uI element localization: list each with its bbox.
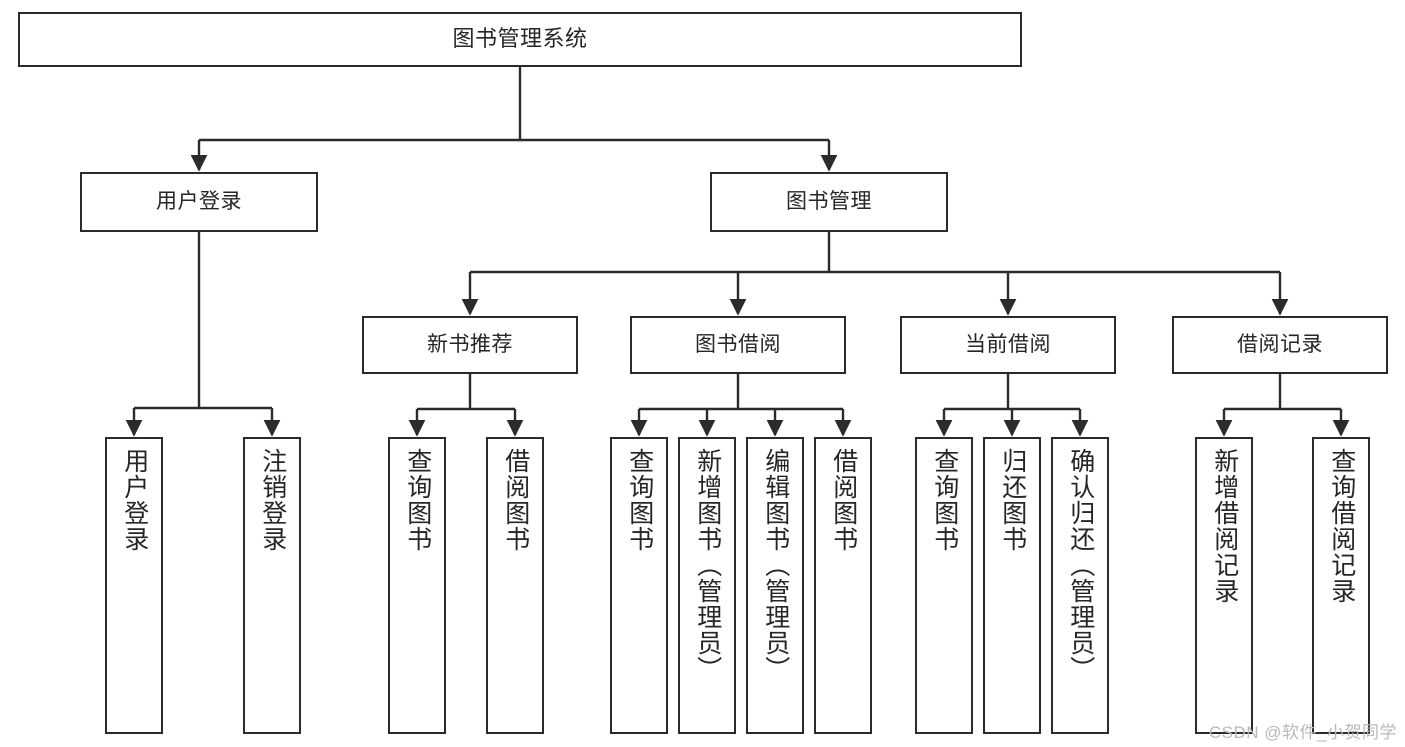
- node-borrow-b[interactable]: 新增图书（管理员）: [678, 437, 736, 734]
- node-label: 图书借阅: [695, 333, 781, 357]
- node-records[interactable]: 借阅记录: [1172, 316, 1388, 374]
- node-newbook[interactable]: 新书推荐: [362, 316, 578, 374]
- node-label: 当前借阅: [965, 333, 1051, 357]
- node-label: 查询图书: [625, 448, 654, 552]
- node-login-b[interactable]: 注销登录: [243, 437, 301, 734]
- node-current[interactable]: 当前借阅: [900, 316, 1116, 374]
- node-label: 编辑图书（管理员）: [761, 448, 790, 682]
- node-current-a[interactable]: 查询图书: [915, 437, 973, 734]
- node-label: 用户登录: [156, 190, 242, 214]
- node-newbook-a[interactable]: 查询图书: [388, 437, 446, 734]
- node-label: 归还图书: [998, 448, 1027, 552]
- node-label: 借阅记录: [1237, 333, 1323, 357]
- node-login-a[interactable]: 用户登录: [105, 437, 163, 734]
- node-label: 查询图书: [403, 448, 432, 552]
- node-current-b[interactable]: 归还图书: [983, 437, 1041, 734]
- node-borrow[interactable]: 图书借阅: [630, 316, 846, 374]
- node-borrow-c[interactable]: 编辑图书（管理员）: [746, 437, 804, 734]
- node-label: 图书管理: [786, 190, 872, 214]
- node-label: 新增借阅记录: [1210, 448, 1239, 604]
- node-borrow-d[interactable]: 借阅图书: [814, 437, 872, 734]
- node-label: 查询图书: [930, 448, 959, 552]
- node-label: 图书管理系统: [452, 26, 588, 52]
- node-records-a[interactable]: 新增借阅记录: [1195, 437, 1253, 734]
- node-root[interactable]: 图书管理系统: [18, 12, 1022, 67]
- node-login[interactable]: 用户登录: [80, 172, 318, 232]
- node-label: 借阅图书: [829, 448, 858, 552]
- node-label: 借阅图书: [501, 448, 530, 552]
- node-bookmgmt[interactable]: 图书管理: [710, 172, 948, 232]
- node-records-b[interactable]: 查询借阅记录: [1312, 437, 1370, 734]
- node-label: 用户登录: [120, 448, 149, 552]
- node-label: 注销登录: [258, 448, 287, 552]
- csdn-watermark: CSDN @软件_小贺同学: [1208, 723, 1397, 742]
- node-label: 新增图书（管理员）: [693, 448, 722, 682]
- node-newbook-b[interactable]: 借阅图书: [486, 437, 544, 734]
- node-label: 查询借阅记录: [1327, 448, 1356, 604]
- node-borrow-a[interactable]: 查询图书: [610, 437, 668, 734]
- node-current-c[interactable]: 确认归还（管理员）: [1051, 437, 1109, 734]
- node-label: 新书推荐: [427, 333, 513, 357]
- node-label: 确认归还（管理员）: [1066, 448, 1095, 682]
